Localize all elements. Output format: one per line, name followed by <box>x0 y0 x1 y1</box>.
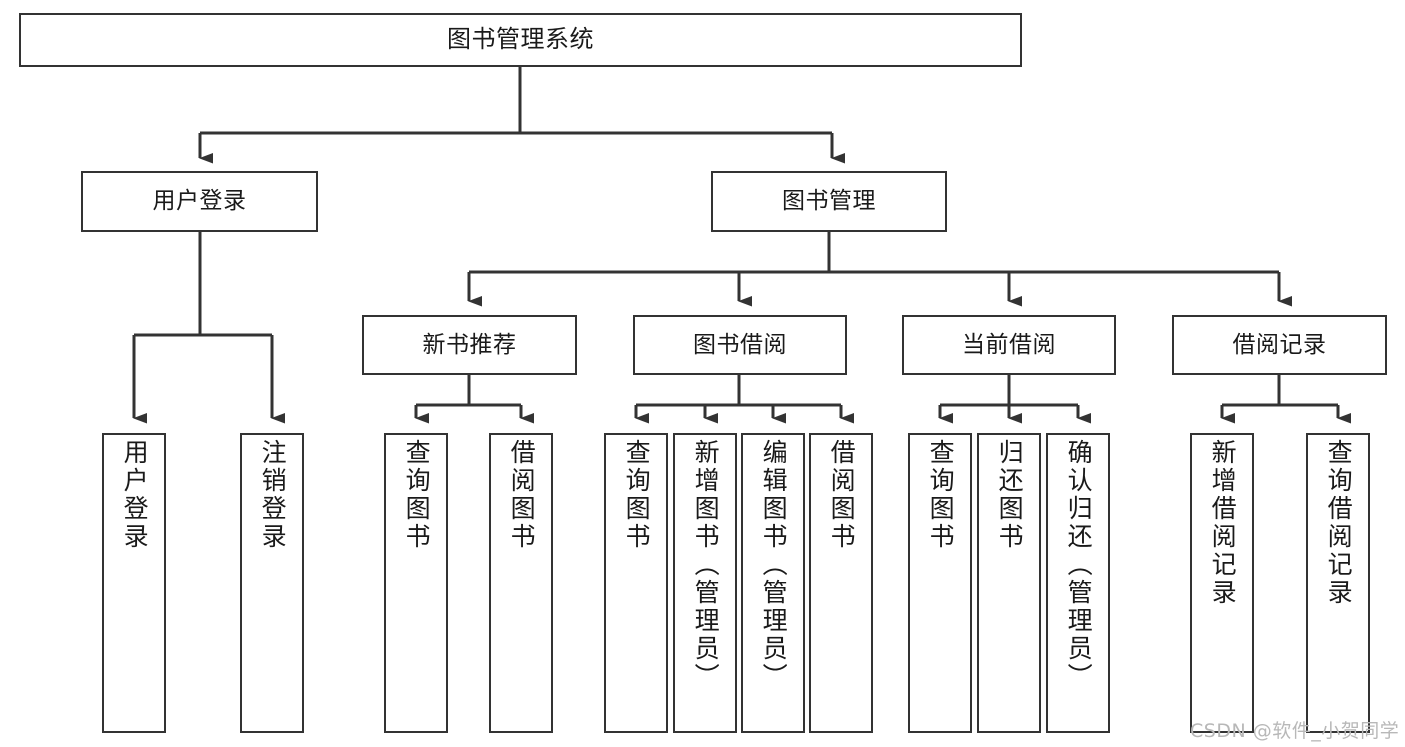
node-root-book-management-system[interactable]: 图书管理系统 <box>19 13 1022 67</box>
node-user-login[interactable]: 用户登录 <box>81 171 318 232</box>
leaf-query-book-borrow[interactable]: 查询图书 <box>604 433 668 733</box>
leaf-borrow-book[interactable]: 借阅图书 <box>809 433 873 733</box>
node-label: 借阅图书 <box>827 439 857 551</box>
node-new-book-recommend[interactable]: 新书推荐 <box>362 315 577 375</box>
leaf-add-book[interactable]: 新增图书（管理员） <box>673 433 737 733</box>
node-label: 新增借阅记录 <box>1208 439 1238 607</box>
node-label: 查询图书 <box>622 439 652 551</box>
node-label: 用户登录 <box>152 188 247 215</box>
node-label: 借阅图书 <box>507 439 537 551</box>
node-label: 归还图书 <box>995 439 1025 551</box>
node-book-management[interactable]: 图书管理 <box>711 171 947 232</box>
leaf-confirm-return[interactable]: 确认归还（管理员） <box>1046 433 1110 733</box>
node-label: 注销登录 <box>258 439 288 551</box>
leaf-edit-book[interactable]: 编辑图书（管理员） <box>741 433 805 733</box>
leaf-add-borrow-record[interactable]: 新增借阅记录 <box>1190 433 1254 733</box>
node-book-borrow[interactable]: 图书借阅 <box>633 315 847 375</box>
node-borrow-record[interactable]: 借阅记录 <box>1172 315 1387 375</box>
node-label: 查询借阅记录 <box>1324 439 1354 607</box>
node-label: 借阅记录 <box>1232 331 1327 358</box>
leaf-return-book[interactable]: 归还图书 <box>977 433 1041 733</box>
node-label: 确认归还（管理员） <box>1064 439 1094 691</box>
node-label: 查询图书 <box>926 439 956 551</box>
node-label: 新书推荐 <box>422 331 517 358</box>
node-label: 图书管理系统 <box>447 25 594 54</box>
csdn-watermark: CSDN @软件_小贺同学 <box>1190 720 1400 742</box>
node-label: 查询图书 <box>402 439 432 551</box>
node-current-borrow[interactable]: 当前借阅 <box>902 315 1116 375</box>
node-label: 图书借阅 <box>693 331 787 358</box>
node-label: 用户登录 <box>120 439 150 551</box>
node-label: 编辑图书（管理员） <box>759 439 789 691</box>
leaf-query-borrow-record[interactable]: 查询借阅记录 <box>1306 433 1370 733</box>
leaf-borrow-book-recommend[interactable]: 借阅图书 <box>489 433 553 733</box>
leaf-user-login[interactable]: 用户登录 <box>102 433 166 733</box>
leaf-query-book-recommend[interactable]: 查询图书 <box>384 433 448 733</box>
node-label: 当前借阅 <box>962 331 1056 358</box>
node-label: 图书管理 <box>782 188 876 215</box>
leaf-query-book-current[interactable]: 查询图书 <box>908 433 972 733</box>
node-label: 新增图书（管理员） <box>691 439 721 691</box>
leaf-logout-login[interactable]: 注销登录 <box>240 433 304 733</box>
